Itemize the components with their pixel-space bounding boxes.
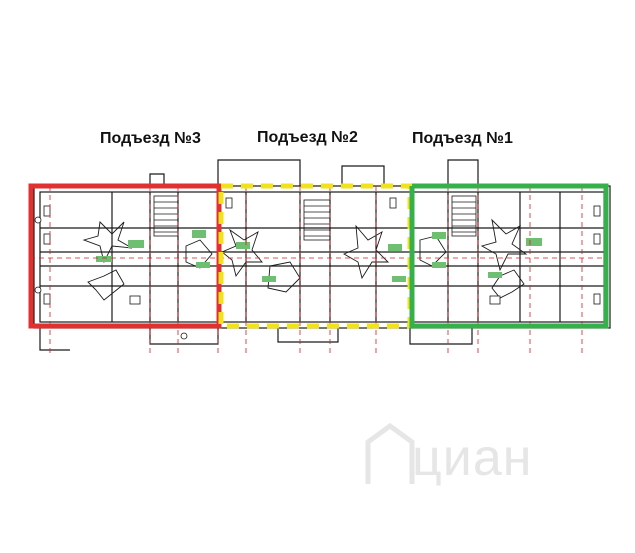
staircase-2 bbox=[303, 199, 331, 241]
entrance-2-label: Подъезд №2 bbox=[257, 129, 358, 146]
cian-house-icon bbox=[365, 422, 415, 484]
area-labels bbox=[96, 230, 542, 282]
staircase-1 bbox=[451, 195, 477, 237]
interior-walls bbox=[40, 192, 604, 322]
entrance-3-outline bbox=[28, 183, 222, 329]
axis-lines bbox=[30, 186, 606, 356]
fixtures bbox=[34, 197, 601, 340]
entrance-1-outline bbox=[409, 183, 609, 329]
entrance-3-label: Подъезд №3 bbox=[100, 130, 201, 147]
building-walls bbox=[33, 159, 611, 351]
entrance-1-label: Подъезд №1 bbox=[412, 130, 513, 147]
staircase-3 bbox=[153, 195, 179, 237]
watermark-text: циан bbox=[412, 429, 533, 487]
